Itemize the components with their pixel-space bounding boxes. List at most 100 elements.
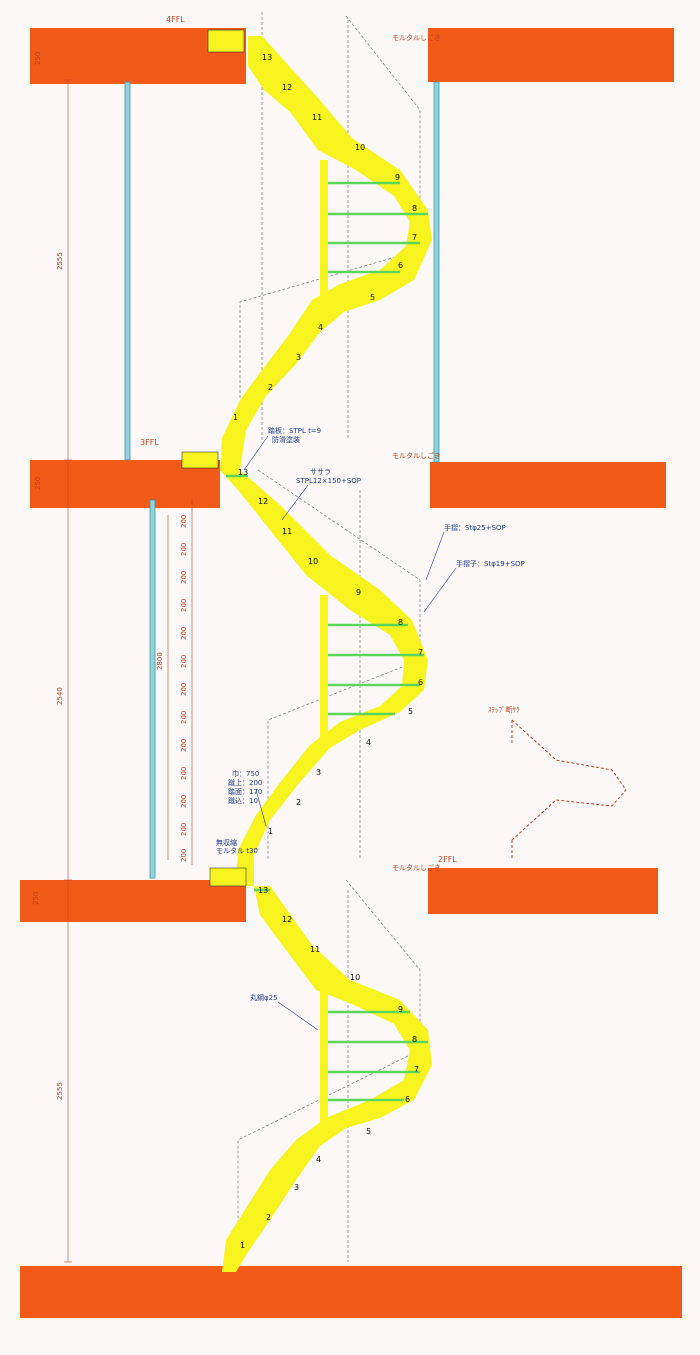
step-number: 9 xyxy=(395,173,400,182)
step-number: 13 xyxy=(262,53,272,62)
stair-flights xyxy=(220,36,432,1272)
dim-slab-2f: 250 xyxy=(32,892,40,905)
step-number: 7 xyxy=(414,1065,419,1074)
riser-dimensions: 200 200 200 200 200 200 200 200 200 200 … xyxy=(180,515,188,862)
spec-nosing: 蹴込：10 xyxy=(228,796,258,805)
step-number: 11 xyxy=(282,527,292,536)
stair-stringer-middle xyxy=(320,595,328,743)
stair-flight-middle xyxy=(220,470,428,886)
step-number: 3 xyxy=(316,768,321,777)
landing-details xyxy=(181,29,247,887)
slab-2f-left xyxy=(20,880,246,922)
step-number: 5 xyxy=(370,293,375,302)
step-numbers: 1 2 3 4 5 6 7 8 9 10 11 12 13 1 2 3 4 5 … xyxy=(233,53,423,1250)
step-number: 4 xyxy=(316,1155,321,1164)
glass-left-upper xyxy=(124,81,131,461)
riser-dim: 200 xyxy=(180,767,188,780)
slab-2f-right xyxy=(428,868,658,914)
riser-dim: 200 xyxy=(180,571,188,584)
glass-left-middle xyxy=(149,499,156,879)
step-number: 6 xyxy=(405,1095,410,1104)
step-number: 1 xyxy=(268,827,273,836)
wall-finish-label: モルタルしごき xyxy=(392,451,441,460)
riser-dim: 200 xyxy=(180,711,188,724)
riser-dim: 200 xyxy=(180,543,188,556)
note-handrail: 手摺：Stφ25+SOP xyxy=(444,523,506,532)
step-number: 2 xyxy=(266,1213,271,1222)
stair-stringer-lower xyxy=(320,980,328,1130)
dim-2540: 2540 xyxy=(56,687,64,705)
step-number: 6 xyxy=(418,678,423,687)
step-number: 5 xyxy=(366,1127,371,1136)
step-number: 5 xyxy=(408,707,413,716)
step-number: 11 xyxy=(312,113,322,122)
wall-finish-label: モルタルしごき xyxy=(392,33,441,42)
step-number: 8 xyxy=(412,204,417,213)
mortar-note-2: モルタル t30 xyxy=(216,846,258,855)
dim-2555-lower: 2555 xyxy=(56,1082,64,1100)
step-number: 6 xyxy=(398,261,403,270)
step-number: 8 xyxy=(412,1035,417,1044)
stair-treads xyxy=(226,181,428,1102)
level-label-4f: 4FFL xyxy=(166,15,185,24)
sketch-note xyxy=(511,719,627,860)
annotations: 踏板：STPL t=9 防滑塗装 ササラ STPL12×150+SOP 手摺：S… xyxy=(216,426,525,1002)
step-number: 11 xyxy=(310,945,320,954)
dim-2555-upper: 2555 xyxy=(56,252,64,270)
spec-rise: 蹴上：200 xyxy=(228,778,262,787)
level-label-2f: 2FFL xyxy=(438,855,457,864)
mortar-note-1: 無収縮 xyxy=(216,838,237,847)
riser-dim: 200 xyxy=(180,599,188,612)
stair-flight-lower xyxy=(222,886,432,1272)
step-number: 3 xyxy=(296,353,301,362)
step-number: 8 xyxy=(398,618,403,627)
step-number: 10 xyxy=(350,973,360,982)
stair-stringer-upper xyxy=(320,160,328,300)
spec-tread: 踏面：170 xyxy=(228,787,262,796)
note-tread-1: 踏板：STPL t=9 xyxy=(268,426,321,435)
riser-dim: 200 xyxy=(180,683,188,696)
riser-dim: 200 xyxy=(180,627,188,640)
floor-slabs xyxy=(20,28,682,1318)
note-round-bar: 丸鋼φ25 xyxy=(250,993,278,1002)
wall-finish-labels: モルタルしごき モルタルしごき モルタルしごき xyxy=(392,33,441,872)
slab-4f-right xyxy=(428,28,674,82)
dim-slab-4f: 250 xyxy=(34,52,42,65)
riser-dim: 200 xyxy=(180,849,188,862)
step-number: 4 xyxy=(366,738,371,747)
riser-dim: 200 xyxy=(180,823,188,836)
step-number: 1 xyxy=(240,1241,245,1250)
riser-dim: 200 xyxy=(180,655,188,668)
step-number: 13 xyxy=(258,886,268,895)
stair-flight-upper xyxy=(220,36,432,470)
slab-3f-right xyxy=(430,462,666,508)
step-number: 1 xyxy=(233,413,238,422)
riser-dim: 200 xyxy=(180,515,188,528)
glass-right-upper xyxy=(433,81,440,463)
wall-finish-label: モルタルしごき xyxy=(392,863,441,872)
dimension-texts: 2555 2540 2555 2800 250 250 250 xyxy=(32,52,164,1100)
riser-dim: 200 xyxy=(180,739,188,752)
spec-width: 巾：750 xyxy=(232,769,259,778)
level-label-3f: 3FFL xyxy=(140,438,159,447)
dim-slab-3f: 250 xyxy=(34,477,42,490)
riser-dim: 200 xyxy=(180,795,188,808)
step-number: 12 xyxy=(282,915,292,924)
glass-walls xyxy=(124,81,440,879)
leader-lines xyxy=(243,435,457,1031)
step-number: 7 xyxy=(412,233,417,242)
step-number: 10 xyxy=(355,143,365,152)
step-number: 2 xyxy=(296,798,301,807)
step-number: 2 xyxy=(268,383,273,392)
step-number: 4 xyxy=(318,323,323,332)
note-tread-2: 防滑塗装 xyxy=(272,435,300,444)
dim-2800: 2800 xyxy=(156,652,164,670)
step-number: 9 xyxy=(398,1005,403,1014)
note-stringer-1: ササラ xyxy=(310,468,331,476)
sketch-note-label: ｽﾃｯﾌﾟ断ｻｸ xyxy=(488,705,520,714)
dimension-lines xyxy=(64,79,193,1263)
note-baluster: 手摺子：Stφ19+SOP xyxy=(456,559,525,568)
floor-level-labels: 4FFL 3FFL 2FFL xyxy=(140,15,457,864)
step-number: 13 xyxy=(238,468,248,477)
